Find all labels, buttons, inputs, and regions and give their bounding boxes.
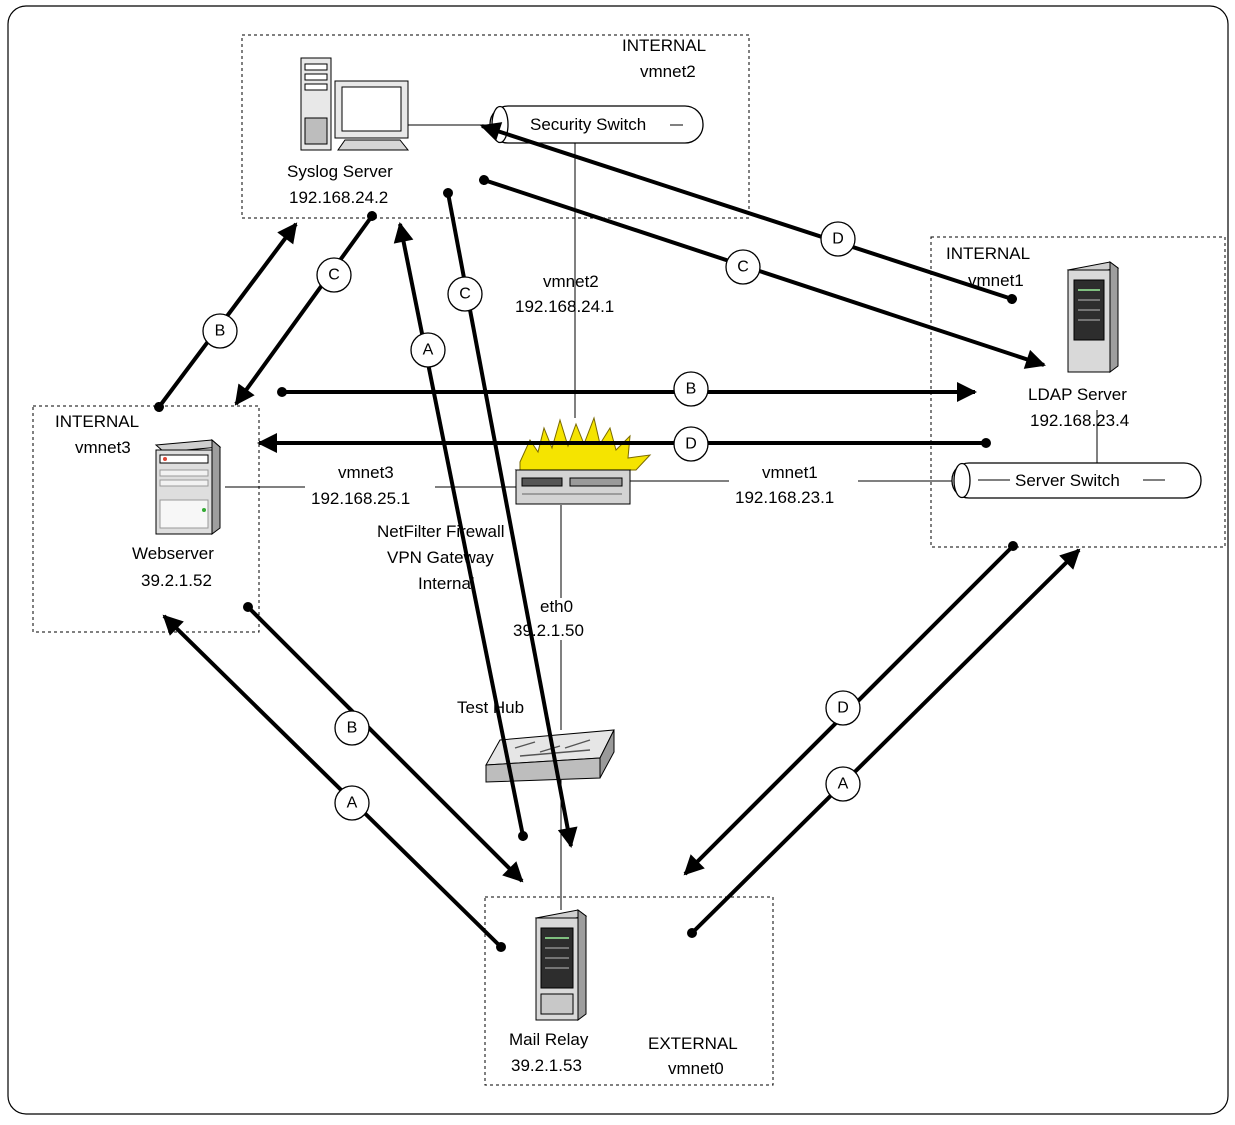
zone-web-net: vmnet3 [75,438,131,457]
flow-tag-letter: D [832,231,844,248]
flow-tag-b-3: B [335,711,369,745]
syslog-server-ip: 192.168.24.2 [289,188,388,207]
server-switch-label: Server Switch [1015,471,1120,490]
flow-tag-letter: A [423,342,434,359]
webserver-icon [156,440,220,534]
zone-syslog-label: INTERNAL [622,36,706,55]
flow-tag-letter: B [686,381,697,398]
if-vmnet1-name: vmnet1 [762,463,818,482]
flow-b-web-to-mail [248,607,522,881]
flow-a-mail-to-ldap [692,550,1079,933]
zone-web-label: INTERNAL [55,412,139,431]
ldap-server-ip: 192.168.23.4 [1030,411,1129,430]
firewall-label-3: Internal [418,574,475,593]
flow-tag-letter: A [347,795,358,812]
flow-tag-letter: C [328,267,340,284]
zone-syslog-net: vmnet2 [640,62,696,81]
flow-tag-letter: C [737,259,749,276]
flow-tag-letter: A [838,776,849,793]
mail-relay-icon [536,910,586,1020]
zone-ldap-label: INTERNAL [946,244,1030,263]
firewall-label-2: VPN Gateway [387,548,494,567]
syslog-server-name: Syslog Server [287,162,393,181]
if-vmnet1-ip: 192.168.23.1 [735,488,834,507]
flow-tag-letter: D [685,436,697,453]
flow-tag-a-1: A [411,333,445,367]
webserver-name: Webserver [132,544,214,563]
server-switch: Server Switch [952,463,1201,498]
webserver-ip: 39.2.1.52 [141,571,212,590]
flow-tag-d-1: D [821,222,855,256]
flow-tag-letter: B [215,323,226,340]
flow-tag-b-1: B [203,314,237,348]
syslog-server-icon [301,58,408,150]
zone-mail-net: vmnet0 [668,1059,724,1078]
flow-tag-d-3: D [826,691,860,725]
if-vmnet3-ip: 192.168.25.1 [311,489,410,508]
if-vmnet3-name: vmnet3 [338,463,394,482]
if-eth0-ip: 39.2.1.50 [513,621,584,640]
flow-a-mail-to-web [164,616,501,947]
if-vmnet2-ip: 192.168.24.1 [515,297,614,316]
flow-tag-b-2: B [674,372,708,406]
flow-tag-c-1: C [726,250,760,284]
flow-tag-a-3: A [826,767,860,801]
firewall-label-1: NetFilter Firewall [377,522,505,541]
flow-tag-letter: D [837,700,849,717]
mail-relay-ip: 39.2.1.53 [511,1056,582,1075]
flow-c-syslog-to-web [236,216,372,404]
security-switch-label: Security Switch [530,115,646,134]
flow-tag-c-2: C [317,258,351,292]
zone-web [33,406,259,632]
flow-tag-a-2: A [335,786,369,820]
flow-tag-c-3: C [448,277,482,311]
zone-mail-label: EXTERNAL [648,1034,738,1053]
test-hub-label: Test Hub [457,698,524,717]
flow-tag-letter: B [347,720,358,737]
if-vmnet2-name: vmnet2 [543,272,599,291]
if-eth0-name: eth0 [540,597,573,616]
flow-tag-d-2: D [674,427,708,461]
ldap-server-icon [1068,262,1118,372]
flow-tag-letter: C [459,286,471,303]
mail-relay-name: Mail Relay [509,1030,589,1049]
firewall-icon [516,418,650,504]
ldap-server-name: LDAP Server [1028,385,1127,404]
